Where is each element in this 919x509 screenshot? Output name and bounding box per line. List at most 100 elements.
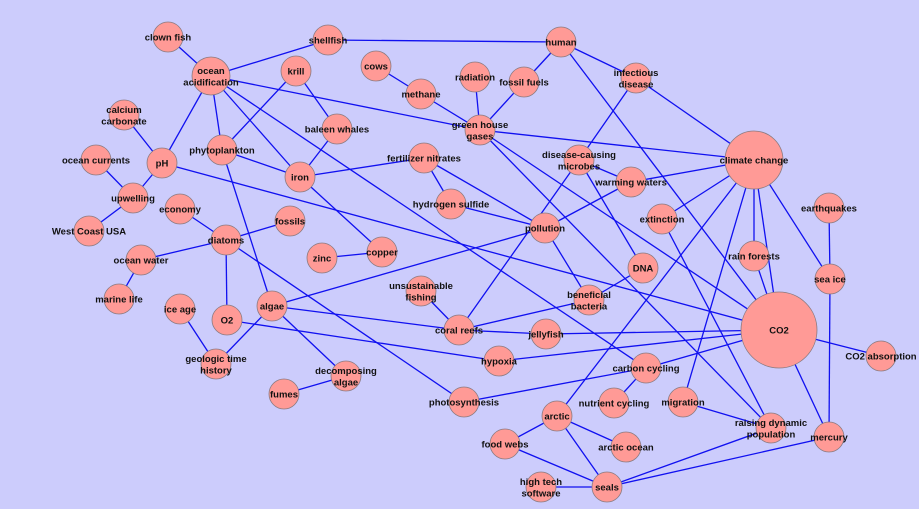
node-iceage[interactable]: ice age bbox=[164, 293, 196, 325]
node-circle[interactable] bbox=[284, 161, 316, 193]
node-circle[interactable] bbox=[321, 113, 353, 145]
node-hypoxia[interactable]: hypoxia bbox=[481, 345, 518, 377]
node-coral[interactable]: coral reefs bbox=[435, 314, 483, 346]
node-fossilfuels[interactable]: fossil fuels bbox=[499, 66, 549, 98]
node-radiation[interactable]: radiation bbox=[455, 61, 495, 93]
node-circle[interactable] bbox=[865, 340, 897, 372]
node-seaice[interactable]: sea ice bbox=[814, 263, 846, 295]
node-circle[interactable] bbox=[667, 386, 699, 418]
node-iron[interactable]: iron bbox=[284, 161, 316, 193]
node-circle[interactable] bbox=[627, 252, 659, 284]
node-dna[interactable]: DNA bbox=[627, 252, 659, 284]
node-photosynthesis[interactable]: photosynthesis bbox=[429, 386, 499, 418]
node-mercury[interactable]: mercury bbox=[810, 421, 848, 453]
node-circle[interactable] bbox=[211, 304, 243, 336]
node-economy[interactable]: economy bbox=[159, 193, 202, 225]
node-circle[interactable] bbox=[646, 203, 678, 235]
node-arctic[interactable]: arctic bbox=[541, 400, 573, 432]
node-co2abs[interactable]: CO2 absorption bbox=[845, 340, 917, 372]
node-circle[interactable] bbox=[545, 26, 577, 58]
node-circle[interactable] bbox=[615, 166, 647, 198]
node-circle[interactable] bbox=[738, 240, 770, 272]
node-oceanwater[interactable]: ocean water bbox=[114, 244, 169, 276]
node-circle[interactable] bbox=[563, 144, 595, 176]
node-circle[interactable] bbox=[405, 275, 437, 307]
node-circle[interactable] bbox=[164, 293, 196, 325]
node-climate[interactable]: climate change bbox=[720, 130, 789, 190]
node-circle[interactable] bbox=[366, 236, 398, 268]
node-circle[interactable] bbox=[103, 283, 135, 315]
node-ph[interactable]: pH bbox=[146, 147, 178, 179]
node-circle[interactable] bbox=[459, 61, 491, 93]
node-circle[interactable] bbox=[206, 134, 238, 166]
node-nutrient[interactable]: nutrient cycling bbox=[579, 387, 650, 419]
node-circle[interactable] bbox=[360, 50, 392, 82]
node-circle[interactable] bbox=[280, 55, 312, 87]
node-circle[interactable] bbox=[813, 192, 845, 224]
node-migration[interactable]: migration bbox=[661, 386, 705, 418]
node-circle[interactable] bbox=[256, 290, 288, 322]
node-currents[interactable]: ocean currents bbox=[62, 144, 130, 176]
node-circle[interactable] bbox=[435, 188, 467, 220]
node-human[interactable]: human bbox=[545, 26, 577, 58]
node-circle[interactable] bbox=[525, 471, 557, 503]
node-circle[interactable] bbox=[448, 386, 480, 418]
node-carboncycling[interactable]: carbon cycling bbox=[612, 352, 680, 384]
node-jellyfish[interactable]: jellyfish bbox=[527, 318, 564, 350]
node-circle[interactable] bbox=[408, 142, 440, 174]
node-methane[interactable]: methane bbox=[401, 78, 441, 110]
node-circle[interactable] bbox=[200, 348, 232, 380]
node-rainforests[interactable]: rain forests bbox=[728, 240, 780, 272]
node-circle[interactable] bbox=[530, 318, 562, 350]
node-baleen[interactable]: baleen whales bbox=[305, 113, 369, 145]
node-pollution[interactable]: pollution bbox=[525, 212, 565, 244]
node-zinc[interactable]: zinc bbox=[306, 242, 338, 274]
node-circle[interactable] bbox=[724, 130, 784, 190]
node-circle[interactable] bbox=[268, 378, 300, 410]
node-fossils[interactable]: fossils bbox=[274, 205, 306, 237]
node-o2[interactable]: O2 bbox=[211, 304, 243, 336]
node-circle[interactable] bbox=[814, 263, 846, 295]
node-upwelling[interactable]: upwelling bbox=[111, 182, 155, 214]
node-circle[interactable] bbox=[508, 66, 540, 98]
node-circle[interactable] bbox=[152, 21, 184, 53]
node-circle[interactable] bbox=[125, 244, 157, 276]
node-circle[interactable] bbox=[630, 352, 662, 384]
node-circle[interactable] bbox=[405, 78, 437, 110]
node-h2s[interactable]: hydrogen sulfide bbox=[413, 188, 490, 220]
node-algae[interactable]: algae bbox=[256, 290, 288, 322]
node-circle[interactable] bbox=[274, 205, 306, 237]
node-extinction[interactable]: extinction bbox=[640, 203, 685, 235]
node-circle[interactable] bbox=[312, 24, 344, 56]
node-circle[interactable] bbox=[610, 431, 642, 463]
node-circle[interactable] bbox=[117, 182, 149, 214]
node-circle[interactable] bbox=[191, 56, 231, 96]
node-circle[interactable] bbox=[210, 224, 242, 256]
node-circle[interactable] bbox=[108, 99, 140, 131]
node-fumes[interactable]: fumes bbox=[268, 378, 300, 410]
node-fertilizer[interactable]: fertilizer nitrates bbox=[387, 142, 461, 174]
node-circle[interactable] bbox=[306, 242, 338, 274]
node-earthquakes[interactable]: earthquakes bbox=[801, 192, 857, 224]
node-circle[interactable] bbox=[529, 212, 561, 244]
node-clownfish[interactable]: clown fish bbox=[145, 21, 192, 53]
node-phyto[interactable]: phytoplankton bbox=[189, 134, 255, 166]
node-circle[interactable] bbox=[591, 471, 623, 503]
node-circle[interactable] bbox=[146, 147, 178, 179]
node-krill[interactable]: krill bbox=[280, 55, 312, 87]
node-co2[interactable]: CO2 bbox=[740, 291, 818, 369]
node-warming[interactable]: warming waters bbox=[594, 166, 667, 198]
node-circle[interactable] bbox=[573, 284, 605, 316]
node-circle[interactable] bbox=[73, 215, 105, 247]
node-circle[interactable] bbox=[541, 400, 573, 432]
